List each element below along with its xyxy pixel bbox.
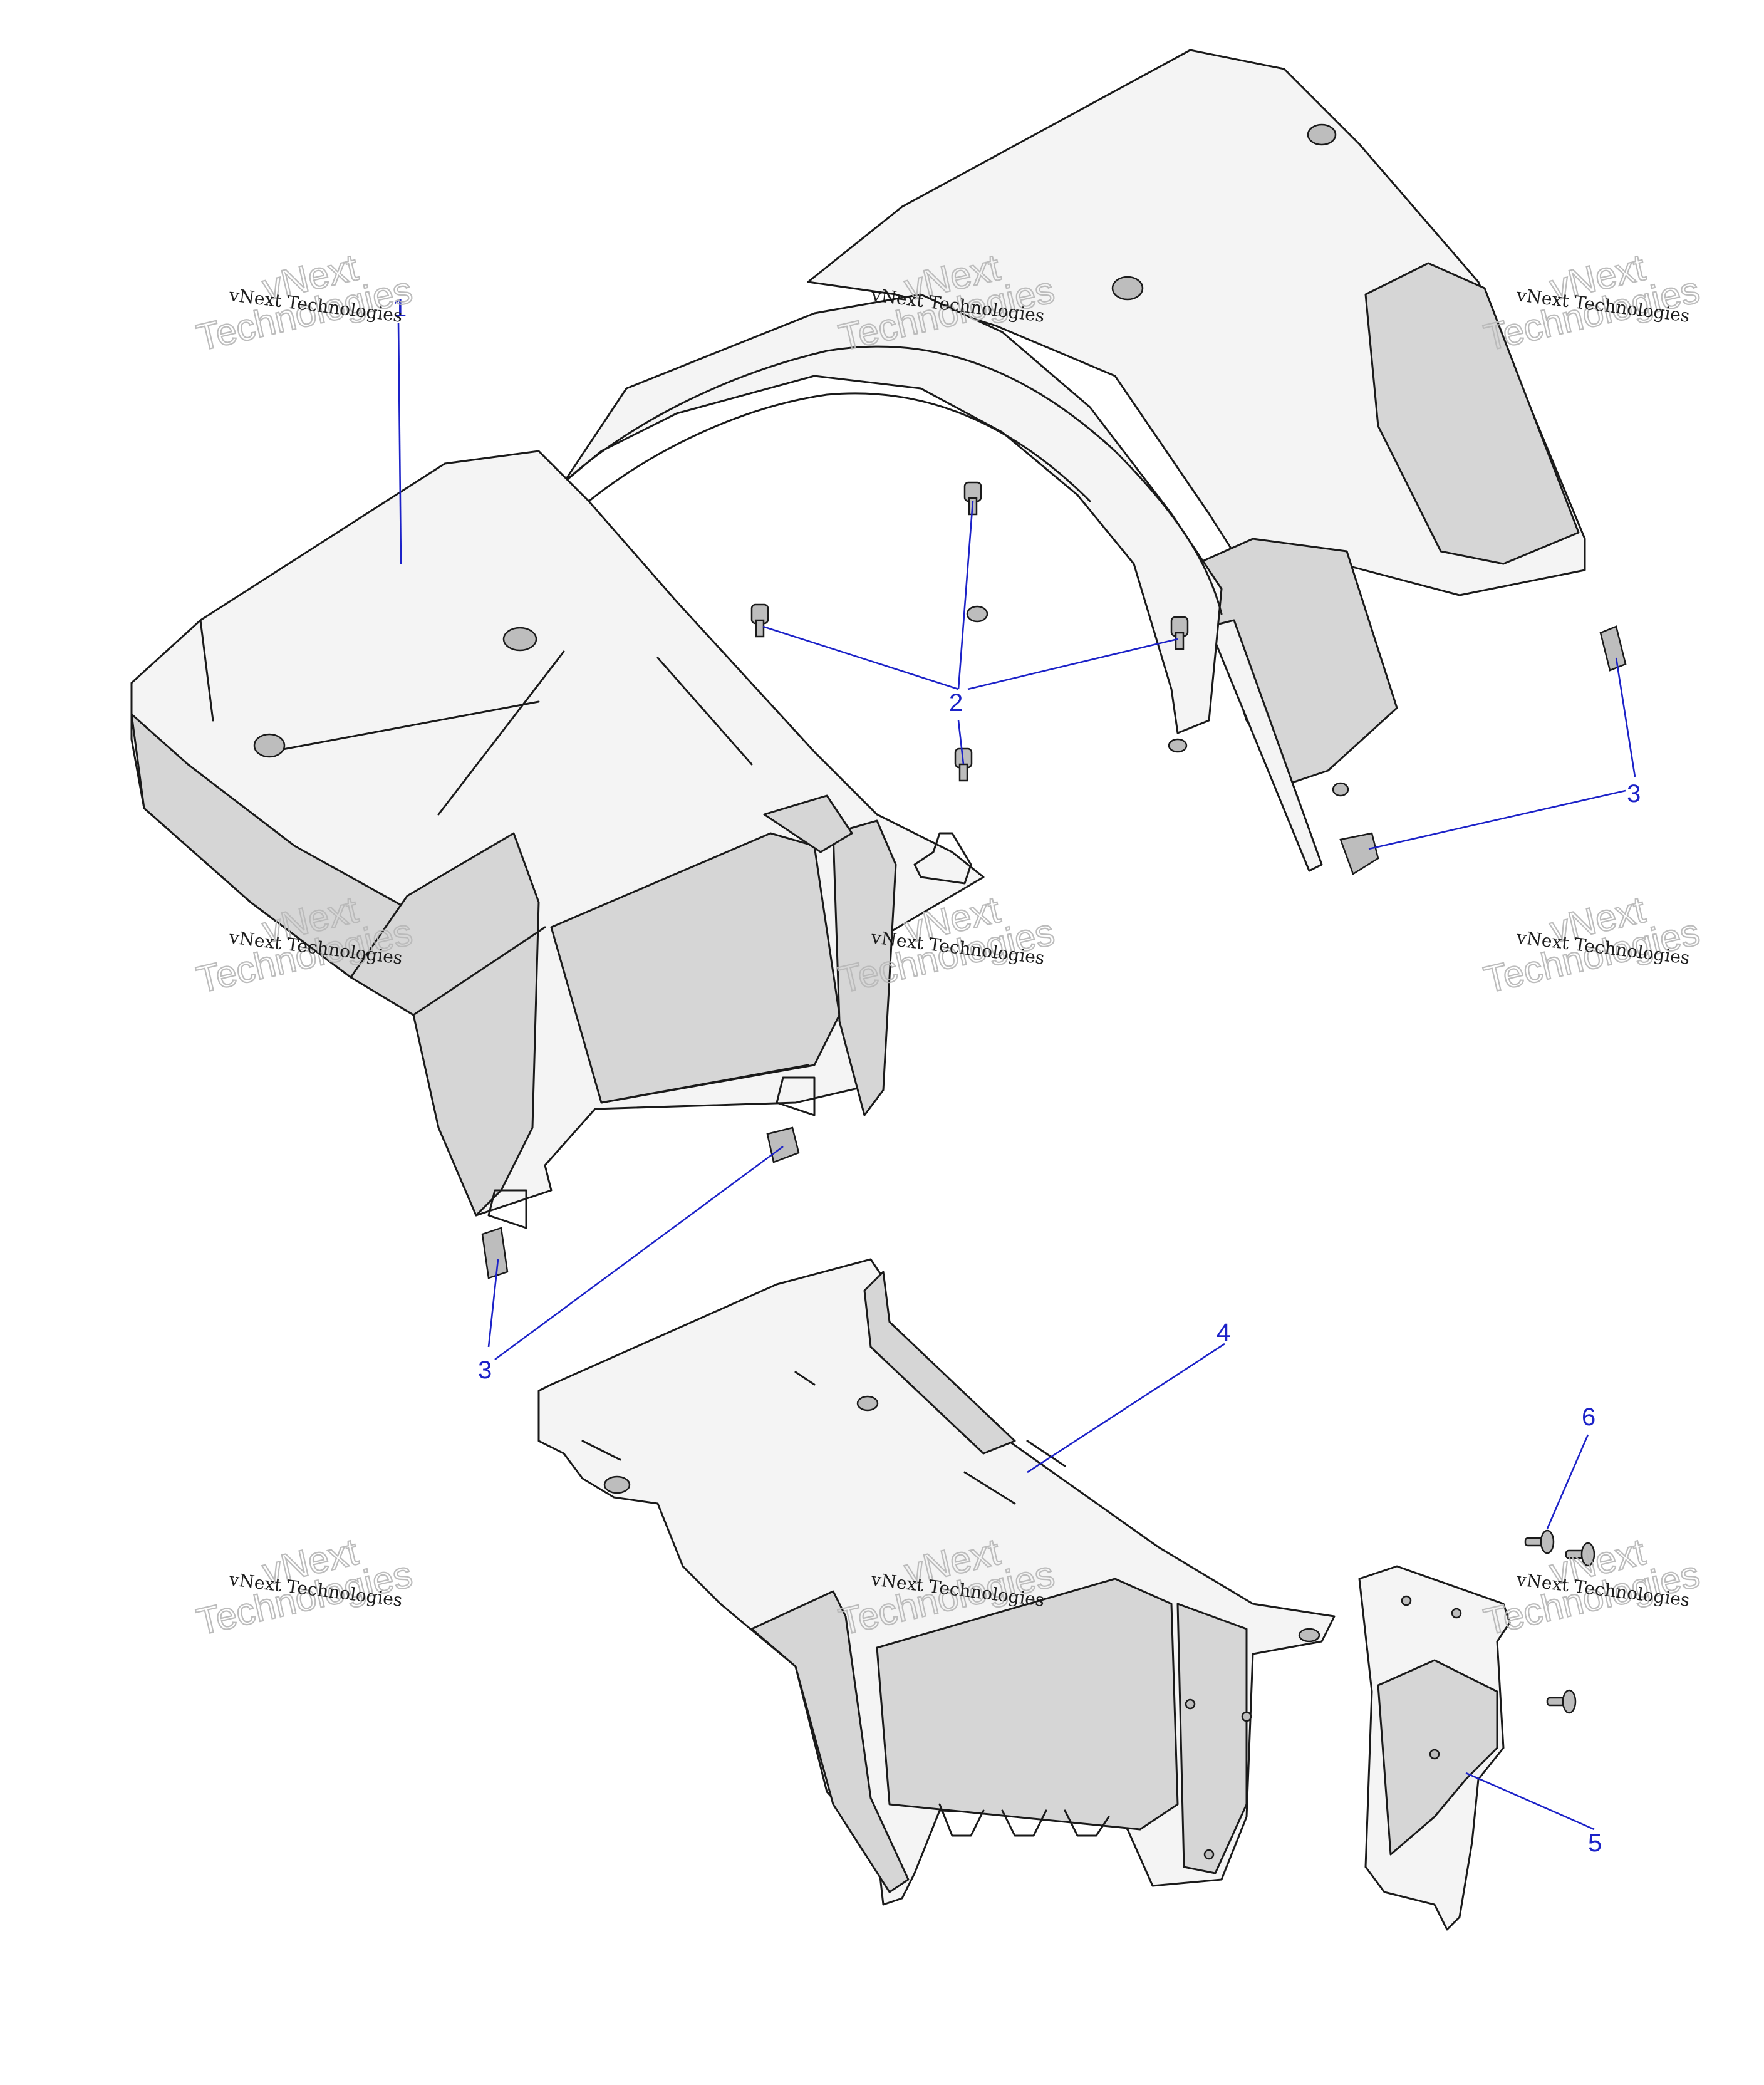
screw-icon [1546, 1689, 1577, 1714]
rivet-icon [954, 747, 973, 782]
rivet-icon [750, 603, 769, 638]
rivet-icon [1170, 616, 1189, 650]
callout-5: 5 [1588, 1829, 1602, 1857]
clip-icon [1599, 625, 1627, 672]
part-2-push-rivets [750, 481, 1189, 782]
part-4-lower-panel [537, 1258, 1336, 1906]
part-1-cab-panel [130, 49, 1586, 1229]
watermark: vNext Technologies vNext Technologies [192, 246, 417, 360]
mount-boss [253, 123, 1349, 797]
leader-lines [397, 322, 1636, 1831]
part-5-side-panel [1358, 1565, 1511, 1931]
part-6-screws [1524, 1529, 1595, 1714]
watermark: vNext Technologies vNext Technologies [1480, 1530, 1704, 1644]
clip-icon [481, 1227, 509, 1279]
callout-1: 1 [393, 294, 407, 322]
clip-icon [766, 1126, 800, 1163]
callout-3-right: 3 [1627, 780, 1641, 808]
screw-icon [1565, 1542, 1595, 1567]
watermark: vNext Technologies vNext Technologies [1480, 888, 1704, 1002]
clip-icon [1339, 832, 1379, 875]
callout-3-left: 3 [478, 1356, 492, 1384]
callout-4: 4 [1217, 1319, 1230, 1346]
screw-icon [1524, 1529, 1555, 1554]
callout-2: 2 [949, 689, 963, 717]
callout-labels: 1 2 3 3 4 5 6 [393, 294, 1641, 1857]
watermark: vNext Technologies vNext Technologies [1480, 246, 1704, 360]
part-3-clips [481, 625, 1627, 1279]
watermark: vNext Technologies vNext Technologies [192, 1530, 417, 1644]
callout-6: 6 [1582, 1403, 1595, 1431]
